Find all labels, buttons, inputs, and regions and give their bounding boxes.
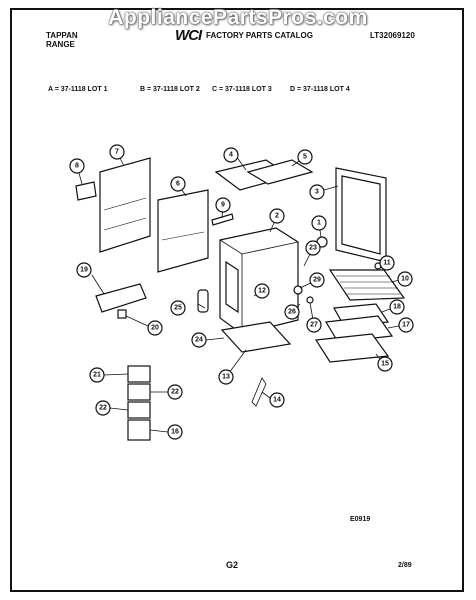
callout-21: 21: [89, 367, 105, 383]
svg-text:22: 22: [99, 405, 107, 412]
catalog-title: FACTORY PARTS CATALOG: [206, 31, 313, 40]
svg-text:24: 24: [195, 337, 203, 344]
callout-15: 15: [377, 356, 393, 372]
callout-22: 22: [95, 400, 111, 416]
part-broiler-grid: [328, 269, 406, 301]
callout-17: 17: [398, 317, 414, 333]
callout-23: 22: [167, 384, 183, 400]
part-drawer-pan: [314, 333, 390, 363]
part-bottom-tray: [220, 321, 292, 353]
callout-20: 20: [147, 320, 163, 336]
callout-26: 25: [170, 300, 186, 316]
callout-4: 4: [223, 147, 239, 163]
brand-line-1: TAPPAN: [46, 31, 78, 40]
part-broiler-pan: [325, 315, 394, 343]
svg-text:16: 16: [171, 429, 179, 436]
callout-1: 1: [311, 215, 327, 231]
svg-text:5: 5: [303, 154, 307, 161]
part-oven-body: [219, 227, 299, 335]
svg-text:20: 20: [151, 325, 159, 332]
svg-text:10: 10: [401, 276, 409, 283]
callout-6: 6: [170, 176, 186, 192]
part-top-cover: [246, 159, 314, 185]
callout-28: 27: [306, 317, 322, 333]
svg-text:19: 19: [80, 267, 88, 274]
part-stack-16: [127, 419, 151, 441]
figure-code: E0919: [350, 516, 371, 523]
part-clip: [117, 309, 127, 319]
svg-text:6: 6: [176, 181, 180, 188]
callout-9: 9: [215, 197, 231, 213]
callout-24: 23: [305, 240, 321, 256]
part-back-panel: [99, 157, 151, 253]
svg-text:12: 12: [258, 288, 266, 295]
catalog-date: 2/89: [398, 562, 412, 569]
page-label: G2: [226, 560, 239, 570]
callout-11: 11: [379, 255, 395, 271]
lot-legend-c: C = 37-1118 LOT 3: [212, 86, 272, 93]
svg-text:29: 29: [313, 277, 321, 284]
callout-19: 19: [76, 262, 92, 278]
svg-text:27: 27: [310, 322, 318, 329]
svg-text:17: 17: [402, 322, 410, 329]
callout-7: 7: [109, 144, 125, 160]
part-terminal-block: [95, 283, 147, 313]
lot-legend-b: B = 37-1118 LOT 2: [140, 86, 200, 93]
part-stack-23: [127, 383, 151, 401]
svg-text:8: 8: [75, 163, 79, 170]
svg-text:15: 15: [381, 361, 389, 368]
svg-text:13: 13: [222, 374, 230, 381]
part-label-plate: [75, 181, 97, 201]
svg-text:3: 3: [315, 189, 319, 196]
svg-text:22: 22: [171, 389, 179, 396]
part-stack-22: [127, 401, 151, 419]
svg-text:21: 21: [93, 372, 101, 379]
lot-legend-d: D = 37-1118 LOT 4: [290, 86, 350, 93]
callout-16: 16: [167, 424, 183, 440]
callout-14: 14: [269, 392, 285, 408]
svg-text:18: 18: [393, 304, 401, 311]
svg-text:14: 14: [273, 397, 281, 404]
callout-10: 10: [397, 271, 413, 287]
callout-5: 5: [297, 149, 313, 165]
svg-text:23: 23: [309, 245, 317, 252]
part-bracket: [211, 213, 234, 226]
svg-text:4: 4: [229, 152, 233, 159]
part-oven-side-wall: [225, 260, 239, 314]
callout-18: 18: [389, 299, 405, 315]
callout-8: 8: [69, 158, 85, 174]
svg-text:2: 2: [275, 213, 279, 220]
svg-text:1: 1: [317, 220, 321, 227]
lot-legend-a: A = 37-1118 LOT 1: [48, 86, 108, 93]
callout-25: 24: [191, 332, 207, 348]
brand-line-2: RANGE: [46, 40, 75, 49]
callout-2: 2: [269, 208, 285, 224]
callout-12: 12: [254, 283, 270, 299]
part-handle: [251, 377, 267, 407]
svg-text:9: 9: [221, 202, 225, 209]
watermark-text: AppliancePartsPros.com: [108, 6, 368, 29]
svg-text:25: 25: [174, 305, 182, 312]
callout-13: 13: [218, 369, 234, 385]
callout-29: 29: [309, 272, 325, 288]
svg-text:7: 7: [115, 149, 119, 156]
part-stack-21: [127, 365, 151, 383]
wci-logo: WCI: [175, 27, 202, 44]
part-hardware-b: [306, 296, 314, 304]
part-cylinder: [197, 289, 209, 313]
callout-27: 26: [284, 304, 300, 320]
part-side-panel: [157, 189, 209, 273]
catalog-code: LT32069120: [370, 31, 415, 40]
svg-text:26: 26: [288, 309, 296, 316]
svg-text:11: 11: [383, 260, 391, 267]
callout-3: 3: [309, 184, 325, 200]
part-door-inner: [341, 175, 381, 255]
